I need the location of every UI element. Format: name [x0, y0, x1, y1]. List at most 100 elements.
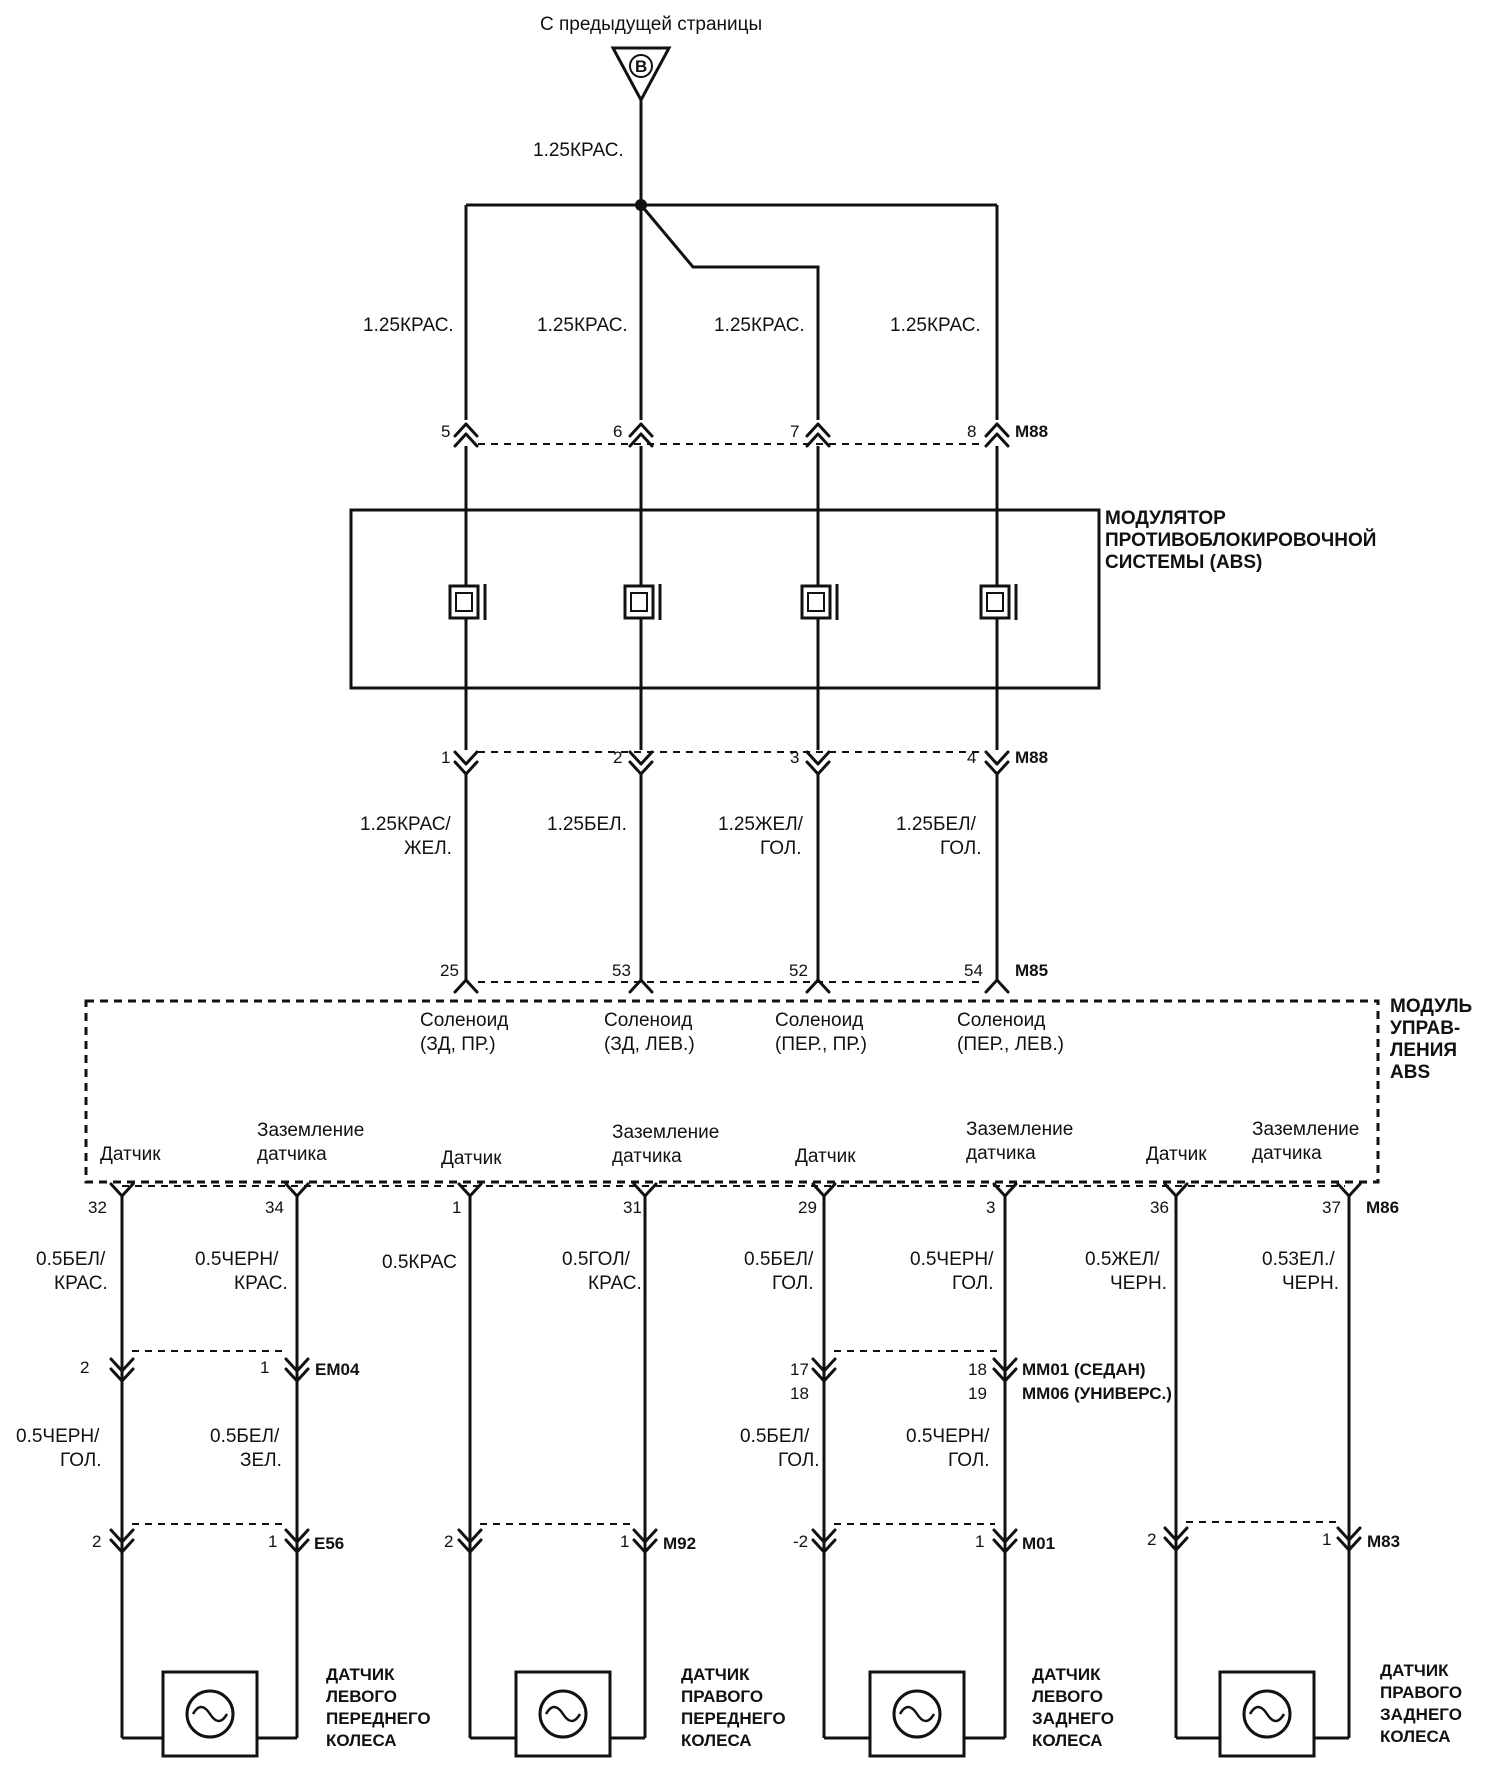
pin-caret — [628, 750, 654, 766]
pin-caret — [457, 1538, 483, 1554]
sensor-title-line: КОЛЕСА — [1380, 1727, 1451, 1746]
bottom-wire-label: КРАС. — [234, 1273, 288, 1294]
ground-terminal-label: Заземление — [966, 1119, 1073, 1140]
pin-number: 29 — [798, 1198, 817, 1217]
pin-number: 1 — [1322, 1530, 1331, 1549]
pin-caret — [109, 1367, 135, 1383]
solenoid-terminal-label: (ПЕР., ЛЕВ.) — [957, 1034, 1064, 1055]
sensor-title-line: ЛЕВОГО — [1032, 1687, 1103, 1706]
pin-number: 6 — [613, 422, 622, 441]
lower-wire-label: 0.5ЧЕРН/ — [16, 1426, 100, 1447]
pin-caret — [1336, 1182, 1362, 1198]
top-wire-label: 1.25КРАС. — [890, 315, 981, 336]
mid-wire-label: 1.25КРАС/ — [360, 814, 451, 835]
pin-number: 52 — [789, 961, 808, 980]
sensor-terminal-label: Датчик — [441, 1148, 502, 1169]
lower-wire-label: ГОЛ. — [778, 1450, 820, 1471]
ground-terminal-label: датчика — [257, 1144, 327, 1165]
mid-wire-label: 1.25БЕЛ. — [547, 814, 627, 835]
pin-number: 18 — [790, 1384, 809, 1403]
pin-number: 5 — [441, 422, 450, 441]
abs-control-module-box — [84, 999, 1380, 1184]
solenoid-icon — [800, 584, 839, 620]
connector-id: MM01 (СЕДАН) — [1022, 1360, 1146, 1379]
pin-number: 3 — [986, 1198, 995, 1217]
ground-terminal-label: Заземление — [1252, 1119, 1359, 1140]
sensor-title-line: ЗАДНЕГО — [1032, 1709, 1114, 1728]
connector-id: E56 — [314, 1534, 344, 1553]
pin-number: 36 — [1150, 1198, 1169, 1217]
bottom-wire-label: 0.5КРАС — [382, 1252, 457, 1273]
pin-caret — [453, 978, 479, 994]
abs-modulator-box — [349, 508, 1101, 690]
pin-caret — [1336, 1536, 1362, 1552]
pin-caret — [811, 1528, 837, 1544]
bottom-wire-label: 0.5ЧЕРН/ — [195, 1249, 279, 1270]
pin-caret — [805, 978, 831, 994]
top-wire-label: 1.25КРАС. — [363, 315, 454, 336]
pin-caret — [284, 1367, 310, 1383]
pin-caret — [284, 1357, 310, 1373]
bottom-wire-label: ГОЛ. — [952, 1273, 994, 1294]
wire-to-pin-7 — [639, 204, 820, 420]
pin-number: 32 — [88, 1198, 107, 1217]
page-reference-circle — [629, 54, 653, 78]
bottom-wire-label: ЧЕРН. — [1110, 1273, 1167, 1294]
pin-caret — [284, 1538, 310, 1554]
pin-caret — [628, 422, 654, 438]
page-reference-letter: B — [635, 57, 647, 76]
solenoid-terminal-label: Соленоид — [957, 1010, 1045, 1031]
bottom-wire-label: 0.5ГОЛ/ — [562, 1249, 631, 1270]
ground-terminal-label: датчика — [966, 1143, 1036, 1164]
pin-caret — [992, 1367, 1018, 1383]
lower-wire-label: 0.5ЧЕРН/ — [906, 1426, 990, 1447]
ground-terminal-label: датчика — [1252, 1143, 1322, 1164]
pin-caret — [1336, 1526, 1362, 1542]
modulator-title-line: СИСТЕМЫ (ABS) — [1105, 552, 1262, 573]
connector-id: M92 — [663, 1534, 696, 1553]
pin-caret — [805, 750, 831, 766]
pin-number: 2 — [444, 1532, 453, 1551]
solenoid-icon — [448, 584, 487, 620]
mid-wire-label: 1.25БЕЛ/ — [896, 814, 977, 835]
pin-number: 3 — [790, 748, 799, 767]
bottom-wire-label: ГОЛ. — [772, 1273, 814, 1294]
pin-number: 25 — [440, 961, 459, 980]
connector-id: M01 — [1022, 1534, 1055, 1553]
mid-wire-label: ГОЛ. — [760, 838, 802, 859]
pin-caret — [984, 750, 1010, 766]
wheel-sensor-left-front — [122, 1670, 297, 1758]
bottom-wire-label: КРАС. — [588, 1273, 642, 1294]
pin-caret — [457, 1182, 483, 1198]
pin-number: 31 — [623, 1198, 642, 1217]
connector-id: M88 — [1015, 748, 1048, 767]
pin-number: 1 — [620, 1532, 629, 1551]
pin-caret — [992, 1528, 1018, 1544]
sensor-title-line: ДАТЧИК — [1032, 1665, 1101, 1684]
mid-wire-label: ЖЕЛ. — [404, 838, 452, 859]
mid-wire-label: 1.25ЖЕЛ/ — [718, 814, 804, 835]
pin-caret — [453, 432, 479, 448]
connector-id: M86 — [1366, 1198, 1399, 1217]
wheel-sensor-left-rear — [824, 1670, 1005, 1758]
sensor-title-line: ДАТЧИК — [1380, 1661, 1449, 1680]
pin-number: 34 — [265, 1198, 284, 1217]
sensor-title-line: КОЛЕСА — [1032, 1731, 1103, 1750]
pin-number: 1 — [268, 1532, 277, 1551]
solenoid-terminal-label: (ЗД, ЛЕВ.) — [604, 1034, 695, 1055]
pin-caret — [109, 1538, 135, 1554]
sensor-title-line: ЗАДНЕГО — [1380, 1705, 1462, 1724]
pin-caret — [628, 978, 654, 994]
page-reference-triangle — [610, 46, 672, 104]
pin-caret — [632, 1538, 658, 1554]
pin-number: 53 — [612, 961, 631, 980]
pin-number: 4 — [967, 748, 976, 767]
bottom-wire-label: 0.5ЖЕЛ/ — [1085, 1249, 1160, 1270]
pin-caret — [284, 1528, 310, 1544]
pin-number: 2 — [80, 1358, 89, 1377]
sensor-title-line: КОЛЕСА — [681, 1731, 752, 1750]
connector-id: EM04 — [315, 1360, 360, 1379]
pin-number: 1 — [975, 1532, 984, 1551]
lower-wire-label: ГОЛ. — [948, 1450, 990, 1471]
sensor-title-line: ДАТЧИК — [326, 1665, 395, 1684]
